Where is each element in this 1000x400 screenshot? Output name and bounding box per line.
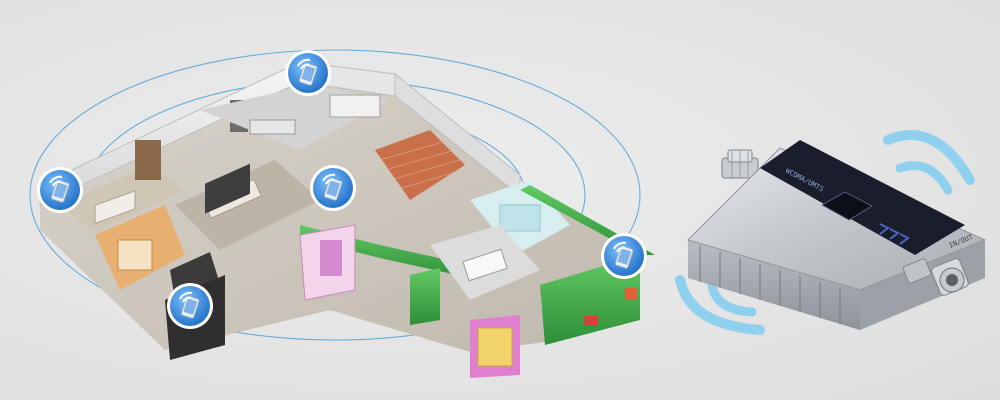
side-connector <box>902 258 969 296</box>
brick-pattern <box>379 139 463 191</box>
kitchen-cabinets <box>329 94 381 118</box>
device-chevrons <box>879 223 910 245</box>
kitchen-counter <box>249 119 296 135</box>
phone-wifi-icon <box>601 233 647 279</box>
house-cutaway <box>39 61 655 378</box>
phone-wifi-icon <box>285 50 331 96</box>
phone-wifi-icon <box>167 283 213 329</box>
green-wall-front-right <box>540 255 640 345</box>
signal-booster-device: WCDMA/UMTS IN/OUT <box>687 140 987 330</box>
kids-shelf <box>117 239 153 271</box>
pink-wall-art <box>320 240 342 276</box>
wave-icon-top-right <box>883 130 975 195</box>
front-bed <box>462 248 508 282</box>
room-brick <box>375 130 465 200</box>
phone-badges <box>37 50 647 329</box>
phone-wifi-icon <box>310 165 356 211</box>
wave-icon-bottom-left <box>675 275 765 335</box>
device-fins <box>699 246 841 324</box>
green-wall-front <box>410 268 440 325</box>
orange-sign <box>625 288 637 300</box>
front-wall-art <box>477 327 513 367</box>
bathroom-tiles <box>499 204 541 232</box>
bed <box>94 190 136 225</box>
device-side <box>688 240 860 330</box>
device-top <box>687 147 987 291</box>
wardrobe <box>135 140 161 180</box>
device-panel <box>760 140 965 255</box>
top-connector <box>721 149 759 179</box>
tv-wall <box>205 163 250 214</box>
phone-wifi-icon <box>37 167 83 213</box>
device-display <box>821 191 873 221</box>
red-sign <box>584 316 598 326</box>
room-living <box>175 160 320 250</box>
